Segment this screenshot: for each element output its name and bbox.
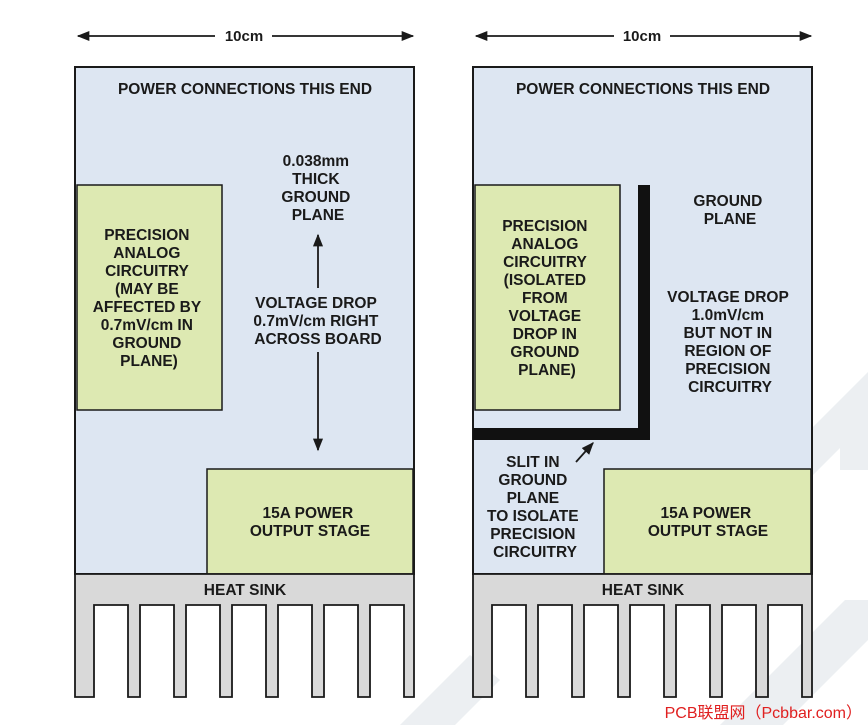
left-power-stage — [206, 468, 414, 575]
right-power-stage — [603, 468, 812, 575]
right-heat-sink-label: HEAT SINK — [602, 582, 685, 599]
right-precision-label: PRECISION ANALOG CIRCUITRY (ISOLATED FRO… — [502, 218, 592, 379]
left-ground-plane-label: 0.038mm THICK GROUND PLANE — [281, 153, 354, 224]
right-voltage-drop-label: VOLTAGE DROP 1.0mV/cm BUT NOT IN REGION … — [667, 289, 793, 396]
watermark-text: PCB联盟网（Pcbbar.com） — [665, 704, 862, 722]
left-precision-block — [76, 184, 223, 411]
left-dimension-label: 10cm — [225, 28, 263, 45]
slit-label: SLIT IN GROUND PLANE TO ISOLATE PRECISIO… — [487, 454, 583, 561]
left-power-stage-label: 15A POWER OUTPUT STAGE — [250, 505, 370, 540]
right-header: POWER CONNECTIONS THIS END — [516, 81, 770, 98]
left-heat-sink — [74, 573, 415, 698]
right-heat-sink — [472, 573, 813, 698]
right-precision-block — [474, 184, 621, 411]
right-power-stage-label: 15A POWER OUTPUT STAGE — [648, 505, 768, 540]
left-header: POWER CONNECTIONS THIS END — [118, 81, 372, 98]
right-panel: 10cm POWER CONNECTIONS THIS END PRECISIO… — [472, 28, 813, 698]
left-precision-label: PRECISION ANALOG CIRCUITRY (MAY BE AFFEC… — [93, 227, 206, 370]
left-voltage-drop-label: VOLTAGE DROP 0.7mV/cm RIGHT ACROSS BOARD — [253, 295, 382, 348]
right-dimension-label: 10cm — [623, 28, 661, 45]
slit-pointer-arrow — [575, 442, 594, 463]
left-heat-sink-label: HEAT SINK — [204, 582, 287, 599]
left-panel: 10cm POWER CONNECTIONS THIS END PRECISIO… — [74, 28, 415, 698]
right-ground-plane-label: GROUND PLANE — [693, 193, 766, 228]
